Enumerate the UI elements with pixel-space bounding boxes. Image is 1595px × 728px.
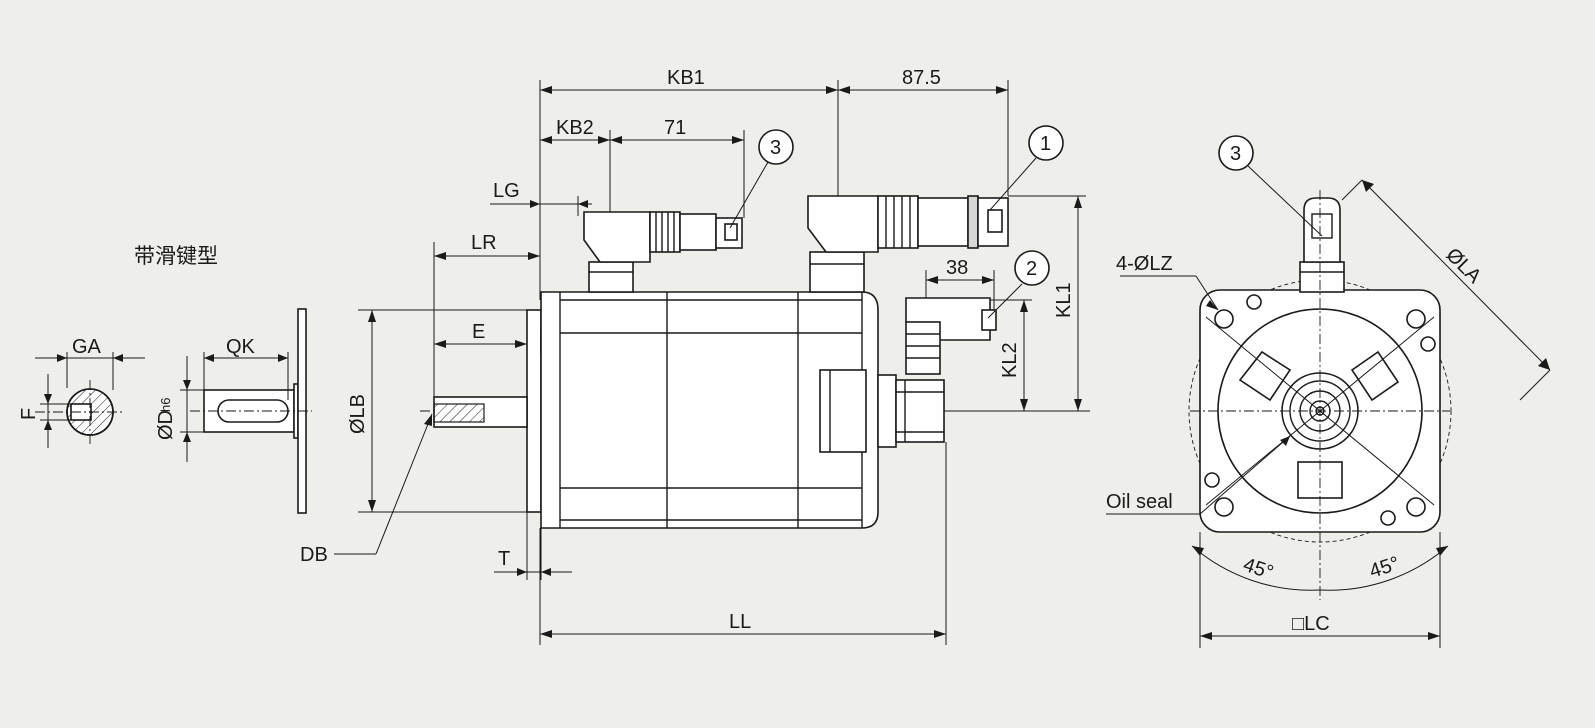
callout-3-front-label: 3	[1230, 143, 1241, 165]
dim-lr: LR	[471, 232, 497, 254]
dim-lz: 4-ØLZ	[1116, 253, 1173, 275]
dim-lc: □LC	[1292, 613, 1330, 635]
dim-kl1: KL1	[1053, 282, 1075, 318]
oil-seal-label: Oil seal	[1106, 491, 1173, 513]
dim-lg: LG	[493, 180, 520, 202]
dim-angle-right: 45°	[1367, 552, 1403, 582]
key-cross-section	[35, 352, 145, 448]
dim-ga: GA	[72, 336, 102, 358]
motor-front-view	[1188, 190, 1452, 600]
callout-3-front: 3	[1218, 135, 1254, 171]
callout-1-label: 1	[1040, 133, 1051, 155]
callout-2: 2	[1014, 250, 1050, 286]
callout-3-side: 3	[758, 129, 794, 165]
dim-kb2: KB2	[556, 117, 594, 139]
dim-angle-left: 45°	[1240, 554, 1276, 584]
dim-la: ØLA	[1441, 244, 1485, 288]
callout-1: 1	[1028, 125, 1064, 161]
dim-38: 38	[946, 257, 968, 279]
dim-f: F	[18, 408, 40, 420]
section-title: 带滑键型	[134, 244, 218, 268]
dim-87-5: 87.5	[902, 67, 941, 89]
dim-ll: LL	[729, 611, 751, 633]
shaft-side-view	[180, 308, 312, 514]
dim-e: E	[472, 321, 485, 343]
dim-lb: ØLB	[347, 394, 369, 434]
side-view-dimensions	[334, 80, 1090, 645]
motor-side-view	[420, 195, 1009, 529]
dim-d-tolerance: h6	[158, 398, 173, 412]
front-view-dimensions	[1106, 165, 1551, 648]
callout-2-label: 2	[1026, 258, 1037, 280]
dim-qk: QK	[226, 336, 256, 358]
callout-3-side-label: 3	[770, 137, 781, 159]
dim-db: DB	[300, 544, 328, 566]
dim-71: 71	[664, 117, 686, 139]
dim-d: ØD	[155, 410, 177, 440]
dim-kb1: KB1	[667, 67, 705, 89]
dim-kl2: KL2	[999, 342, 1021, 378]
dim-t: T	[498, 548, 510, 570]
